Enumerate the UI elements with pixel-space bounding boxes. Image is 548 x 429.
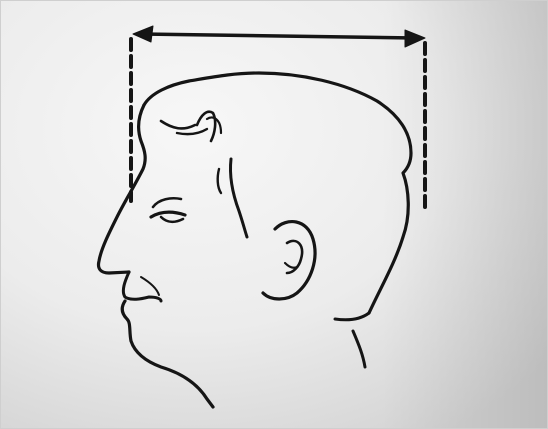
paper-shading: [381, 1, 547, 428]
